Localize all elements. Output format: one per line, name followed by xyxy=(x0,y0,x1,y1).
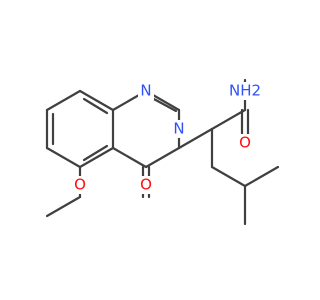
atom-n3: N xyxy=(171,120,187,138)
atom-label: O xyxy=(239,134,251,152)
bond xyxy=(150,96,178,113)
bond xyxy=(82,144,109,162)
bond xyxy=(45,146,82,169)
bond xyxy=(177,127,214,150)
bond xyxy=(243,165,280,188)
bond xyxy=(45,195,82,218)
atom-label: O xyxy=(74,176,86,194)
bond xyxy=(210,165,247,188)
atom-amide-o: O xyxy=(237,134,253,152)
bond xyxy=(45,89,82,112)
atom-label: N xyxy=(173,120,184,138)
bond xyxy=(78,89,115,112)
structure-canvas: N N O O NH2 O xyxy=(45,78,280,226)
bond xyxy=(111,146,148,169)
atom-n1: N xyxy=(138,82,154,100)
atom-label: NH2 xyxy=(229,82,261,100)
bond xyxy=(210,108,247,131)
atom-methoxy-o: O xyxy=(72,176,88,194)
atom-label: O xyxy=(140,176,152,194)
molecule-diagram: N N O O NH2 O xyxy=(45,78,280,226)
atom-amide-n: NH2 xyxy=(228,82,264,100)
atom-label: N xyxy=(140,82,151,100)
bond xyxy=(82,97,109,115)
bond xyxy=(144,146,181,169)
atom-carbonyl-o: O xyxy=(138,176,154,194)
bond xyxy=(78,146,115,169)
